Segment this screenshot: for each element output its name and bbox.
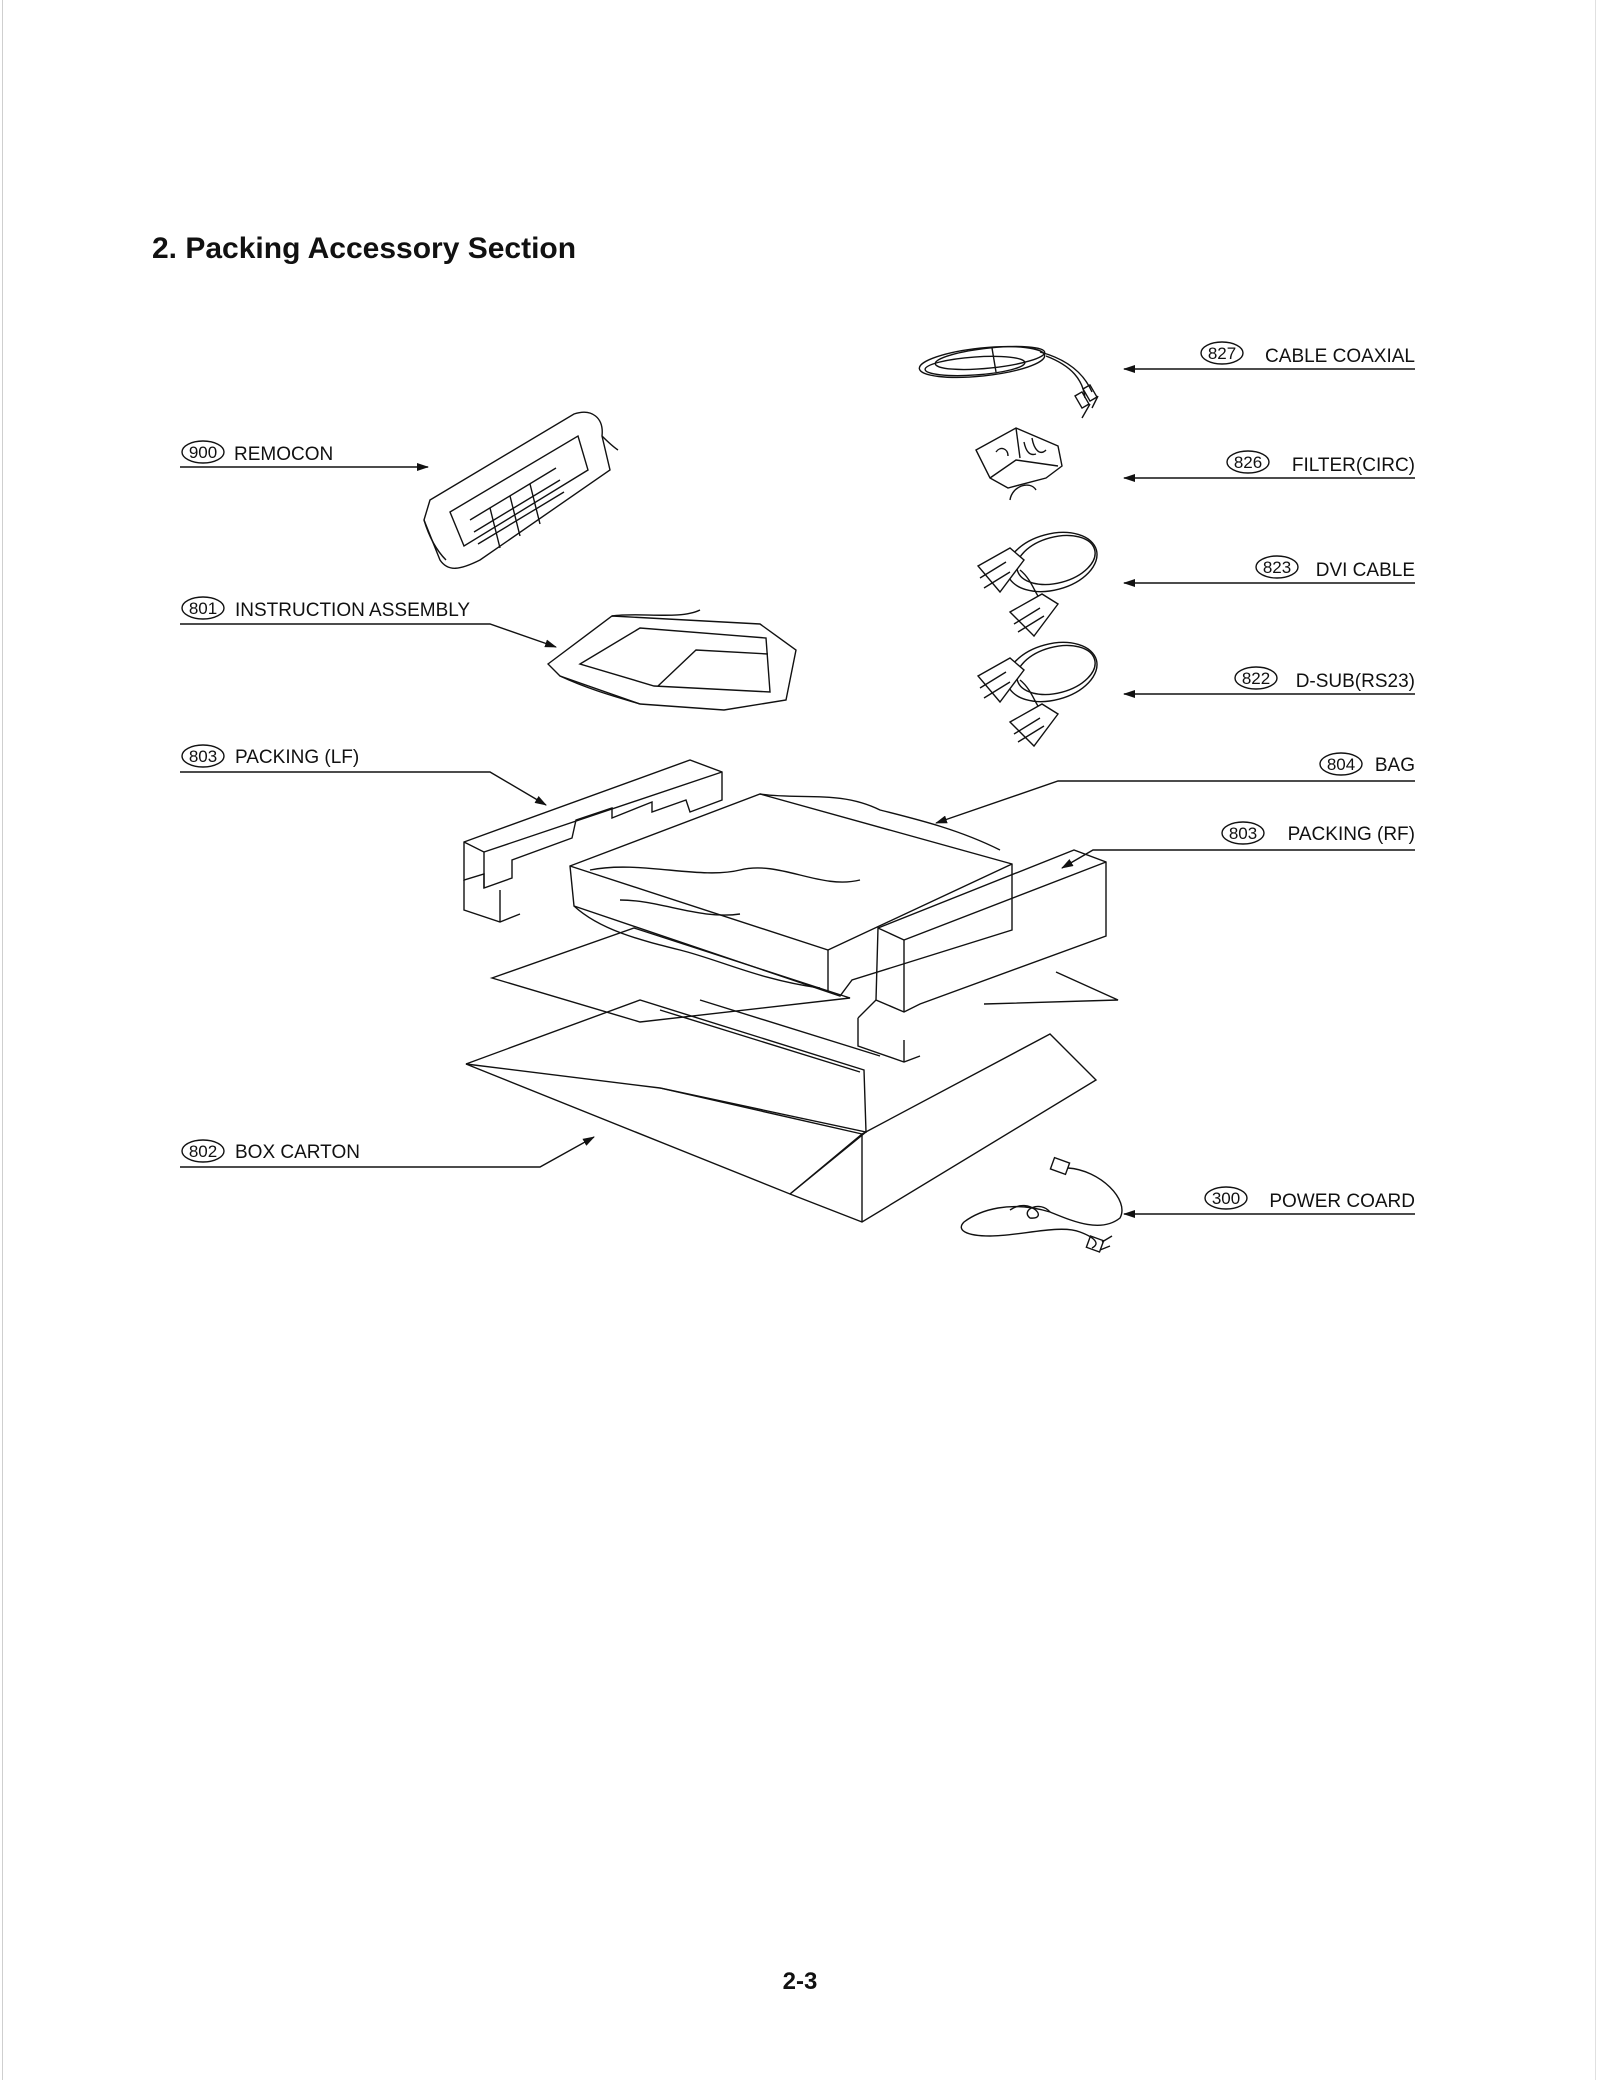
callout-803l: [180, 744, 547, 806]
callout-801-number: 801: [189, 599, 217, 618]
instruction-assembly-illustration: [546, 609, 797, 711]
callout-822-number: 822: [1242, 669, 1270, 688]
callout-823-number: 823: [1263, 558, 1291, 577]
callout-804-number: 804: [1327, 755, 1355, 774]
page-title: 2. Packing Accessory Section: [152, 232, 577, 265]
callout-802-number: 802: [189, 1142, 217, 1161]
callout-803r: [1061, 821, 1415, 869]
callout-804: [935, 752, 1415, 824]
callout-300-label: POWER COARD: [1269, 1191, 1415, 1212]
right-packing-illustration: [857, 849, 1107, 1063]
callout-803l-label: PACKING (LF): [235, 747, 359, 768]
callout-803r-number: 803: [1229, 824, 1257, 843]
callout-823-label: DVI CABLE: [1316, 560, 1415, 581]
callout-802: [180, 1136, 595, 1168]
dvi-cable-illustration: [976, 531, 1098, 638]
page-number: 2-3: [782, 1968, 818, 1995]
callout-827-label: CABLE COAXIAL: [1265, 346, 1415, 367]
callout-300-number: 300: [1212, 1189, 1240, 1208]
remote-control-illustration: [423, 411, 619, 569]
callout-900: [180, 440, 429, 471]
power-cord-illustration: [960, 1156, 1123, 1253]
callout-822: [1123, 666, 1415, 698]
callout-802-label: BOX CARTON: [235, 1142, 360, 1163]
dsub-cable-illustration: [976, 641, 1098, 748]
callout-822-label: D-SUB(RS23): [1296, 671, 1415, 692]
main-unit-bag-illustration: [569, 793, 1013, 997]
callout-900-number: 900: [189, 443, 217, 462]
callout-826-label: FILTER(CIRC): [1292, 455, 1415, 476]
callout-801-label: INSTRUCTION ASSEMBLY: [235, 600, 470, 621]
box-carton-illustration: [465, 927, 1119, 1223]
callout-827: [1123, 341, 1415, 373]
callout-826: [1123, 450, 1415, 482]
callout-827-number: 827: [1208, 344, 1236, 363]
callout-823: [1123, 555, 1415, 587]
callout-826-number: 826: [1234, 453, 1262, 472]
callout-804-label: BAG: [1375, 755, 1415, 776]
coaxial-cable-illustration: [918, 345, 1099, 419]
callout-801: [180, 596, 557, 648]
callout-803r-label: PACKING (RF): [1288, 824, 1415, 845]
callout-900-label: REMOCON: [234, 444, 333, 465]
callout-803l-number: 803: [189, 747, 217, 766]
left-packing-illustration: [463, 759, 723, 923]
ferrite-filter-illustration: [975, 427, 1063, 501]
callout-300: [1123, 1186, 1415, 1218]
